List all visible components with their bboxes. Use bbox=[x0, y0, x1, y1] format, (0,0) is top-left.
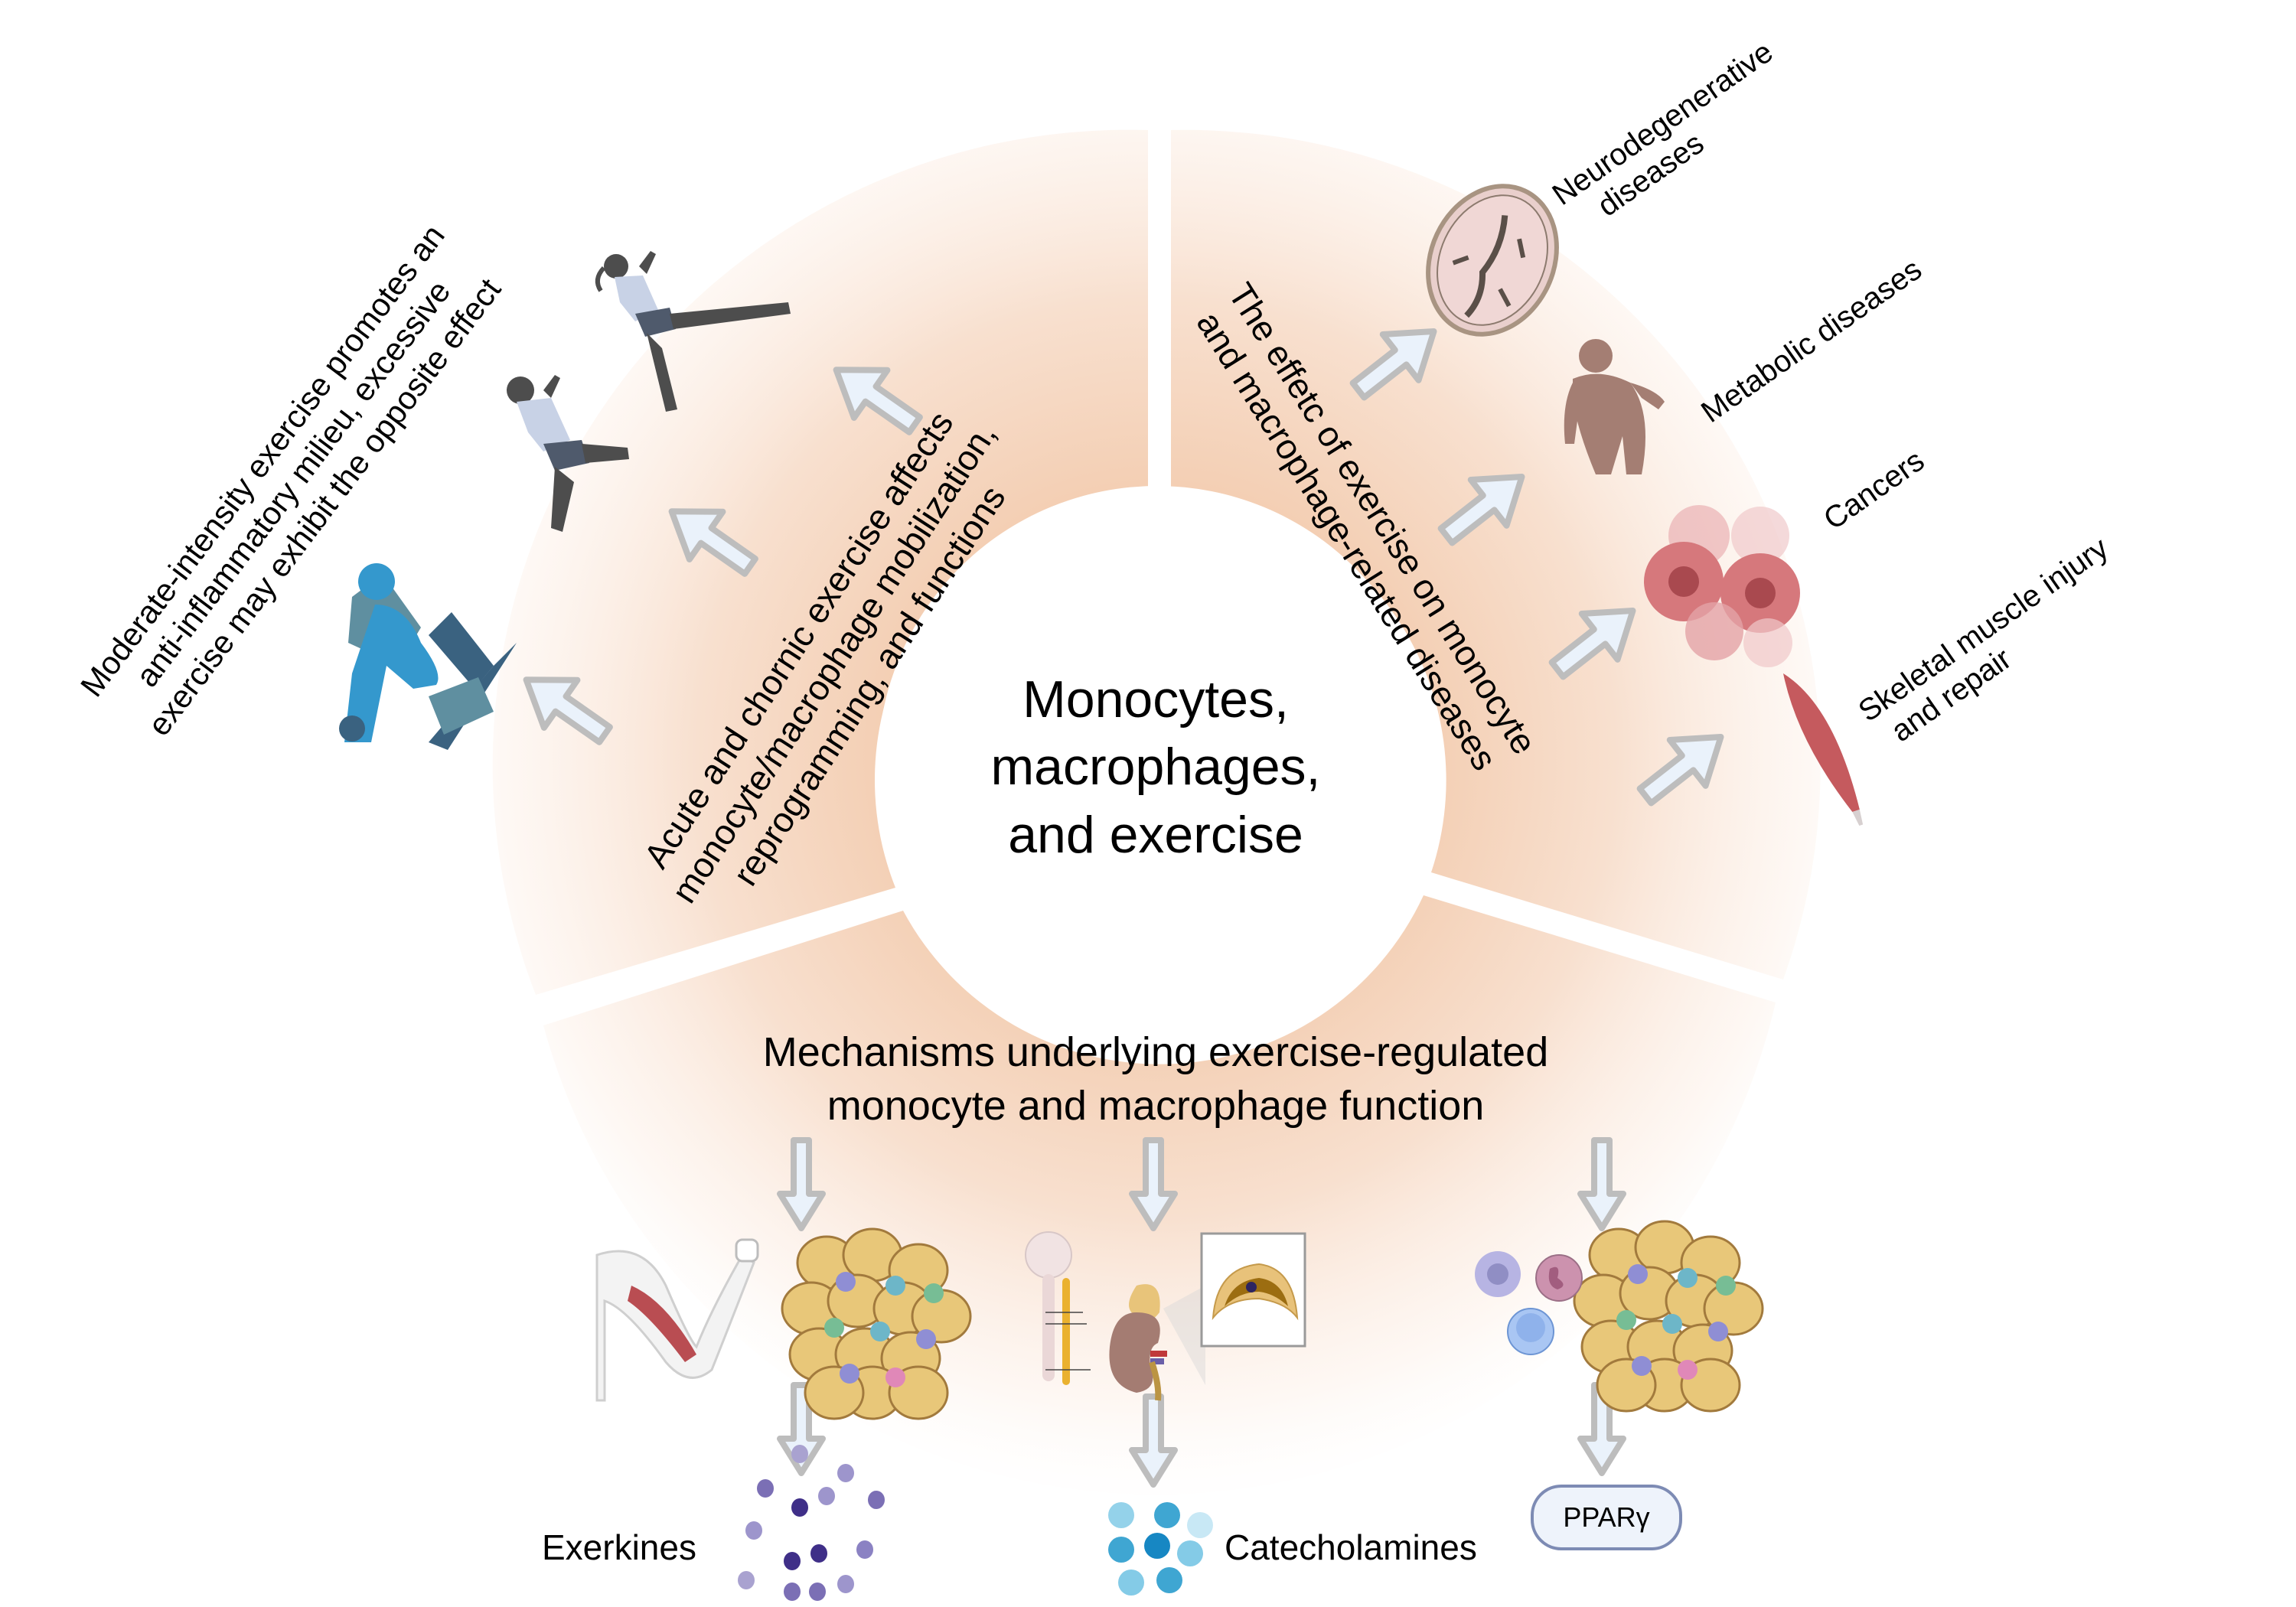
immune-cell bbox=[885, 1367, 905, 1387]
catecholamine-molecule bbox=[1144, 1533, 1170, 1559]
arrow-right-2 bbox=[1437, 474, 1525, 546]
catecholamine-molecule bbox=[1156, 1567, 1182, 1593]
mechanisms-heading-line: monocyte and macrophage function bbox=[827, 1083, 1485, 1129]
result-label-exerkines: Exerkines bbox=[542, 1527, 696, 1567]
adipose-tissue-icon bbox=[1573, 1220, 1764, 1413]
arrow-down bbox=[1129, 1393, 1178, 1488]
center-circle bbox=[878, 486, 1437, 1045]
catecholamine-molecule bbox=[1108, 1537, 1134, 1563]
mechanisms-heading-line: Mechanisms underlying exercise-regulated bbox=[762, 1029, 1549, 1075]
adrenal-section-icon bbox=[1200, 1232, 1306, 1348]
cancer-cells-icon bbox=[1644, 505, 1800, 667]
immune-cell bbox=[1628, 1264, 1648, 1284]
center-title-line: and exercise bbox=[1008, 805, 1303, 864]
adipose-tissue-icon bbox=[781, 1227, 972, 1420]
center-title: Monocytes, macrophages, and exercise bbox=[880, 666, 1431, 869]
immune-cell bbox=[824, 1318, 844, 1338]
arrow-right-4 bbox=[1636, 734, 1724, 807]
exerkine-molecule bbox=[856, 1540, 873, 1559]
skeletal-muscle-icon bbox=[1783, 673, 1864, 826]
arrow-left-1 bbox=[523, 676, 613, 745]
immune-cells-icon bbox=[1475, 1251, 1583, 1355]
immune-cell bbox=[836, 1272, 856, 1292]
immune-cell bbox=[870, 1322, 890, 1341]
result-label-ppar-gamma: PPARγ bbox=[1563, 1501, 1650, 1533]
exerkine-molecule bbox=[784, 1552, 801, 1570]
exerkine-molecule bbox=[791, 1445, 808, 1463]
arm-muscle-icon bbox=[595, 1238, 759, 1402]
sector-right bbox=[1171, 129, 1821, 980]
immune-cell bbox=[1678, 1360, 1698, 1380]
catecholamine-molecule bbox=[1108, 1502, 1134, 1528]
arrow-down bbox=[1129, 1137, 1178, 1231]
catecholamine-molecule bbox=[1177, 1540, 1203, 1566]
exerkine-molecule bbox=[784, 1583, 801, 1601]
exerkine-molecule bbox=[837, 1464, 854, 1482]
catecholamine-molecule bbox=[1187, 1512, 1213, 1538]
immune-cell bbox=[1678, 1268, 1698, 1288]
exerkine-molecule bbox=[818, 1487, 835, 1505]
exerkine-molecule bbox=[837, 1575, 854, 1593]
catecholamines-molecules-icon bbox=[1108, 1502, 1213, 1596]
exerkine-molecule bbox=[809, 1583, 826, 1601]
exerkine-molecule bbox=[791, 1498, 808, 1517]
immune-cell bbox=[916, 1329, 936, 1349]
exerkine-molecule bbox=[868, 1491, 885, 1509]
immune-cell bbox=[1708, 1322, 1728, 1341]
arrow-down bbox=[1577, 1137, 1626, 1231]
immune-cell bbox=[1716, 1276, 1736, 1296]
immune-cell bbox=[840, 1364, 859, 1384]
ppar-gamma-badge: PPARγ bbox=[1531, 1485, 1682, 1550]
male-runner-icon bbox=[507, 375, 629, 532]
brain-spinal-cord-icon bbox=[1025, 1231, 1091, 1385]
exerkines-molecules-icon bbox=[738, 1445, 885, 1601]
center-title-line: Monocytes, bbox=[1022, 670, 1289, 729]
immune-cell bbox=[1616, 1310, 1636, 1330]
kidney-adrenal-icon bbox=[1109, 1284, 1205, 1401]
resistance-training-icon bbox=[339, 563, 517, 750]
exerkine-molecule bbox=[810, 1544, 827, 1563]
catecholamine-molecule bbox=[1154, 1502, 1180, 1528]
exerkine-molecule bbox=[745, 1521, 762, 1540]
center-title-line: macrophages, bbox=[990, 738, 1321, 797]
immune-cell bbox=[924, 1283, 944, 1303]
result-label-catecholamines: Catecholamines bbox=[1225, 1527, 1477, 1567]
immune-cell bbox=[1632, 1356, 1652, 1376]
female-runner-icon bbox=[595, 251, 791, 412]
exerkine-molecule bbox=[757, 1479, 774, 1498]
arrow-left-3 bbox=[833, 367, 923, 435]
obese-person-icon bbox=[1564, 339, 1665, 474]
brain-section-icon bbox=[1426, 184, 1559, 337]
immune-cell bbox=[885, 1276, 905, 1296]
catecholamine-molecule bbox=[1118, 1570, 1144, 1596]
arrow-down bbox=[777, 1137, 826, 1231]
immune-cell bbox=[1662, 1314, 1682, 1334]
exerkine-molecule bbox=[738, 1571, 755, 1589]
arrow-right-3 bbox=[1548, 608, 1636, 680]
arrow-left-2 bbox=[668, 508, 758, 577]
mechanisms-heading: Mechanisms underlying exercise-regulated… bbox=[689, 1025, 1623, 1133]
arrow-right-1 bbox=[1349, 328, 1437, 401]
